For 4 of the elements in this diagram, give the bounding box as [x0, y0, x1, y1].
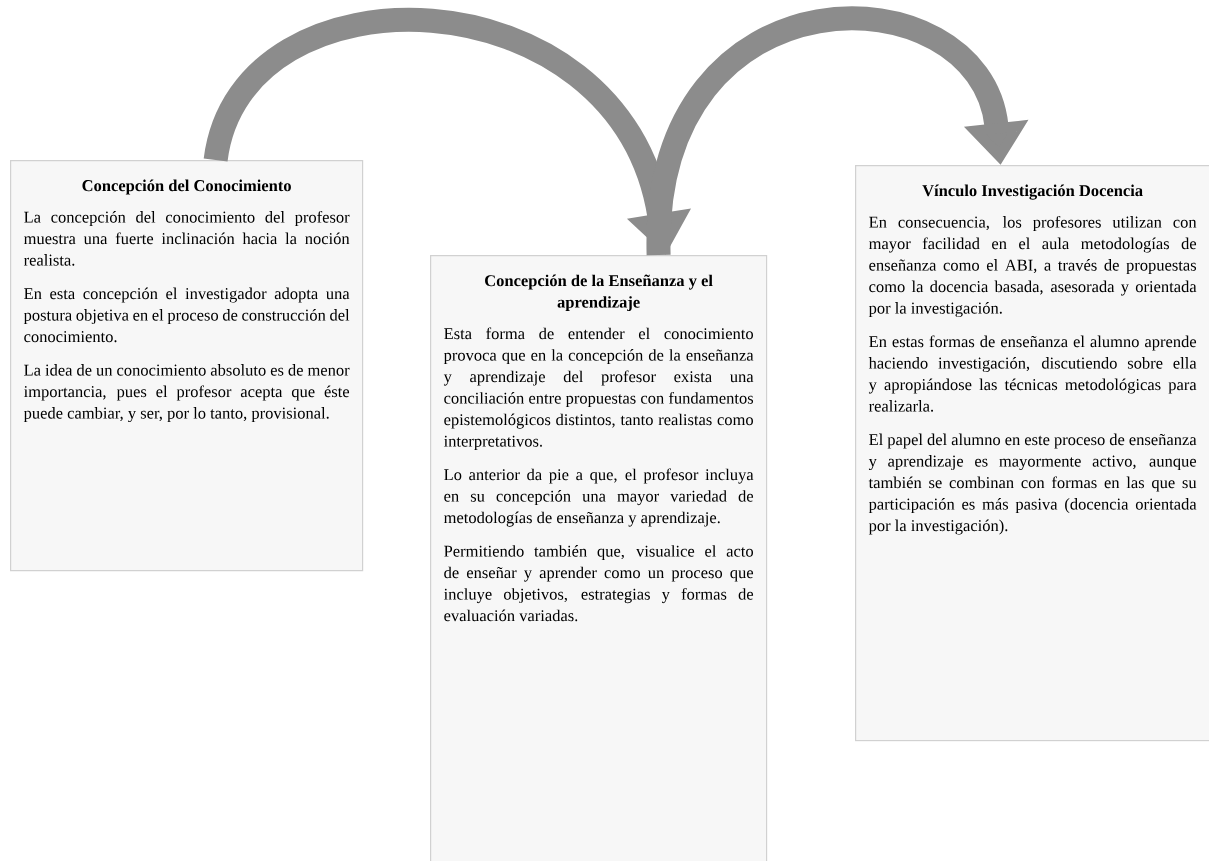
text-box: Vínculo Investigación Docencia En consecuencia, los profesores utilizan con mayor facilidad en el aula metodologías de enseñanza como el ABI, a través de propuestas como la docencia basada, asesorada y orientada por la investigación. En estas formas de enseñanza el alumno aprende haciendo investigación, discutiendo sobre ella y apropiándose las técnicas metodológicas para realizarla. El papel del alumno en este proceso de enseñanza y aprendizaje es mayormente activo, aunque también se combinan con formas en las que su participación es más pasiva (docencia orientada por la investigación). — [855, 165, 1209, 742]
text-box: Concepción de la Enseñanza y el aprendizaje Esta forma de entender el conocimiento provoca que en la concepción de la enseñanza y aprendizaje del profesor exista una conciliación entre propuestas con fundamentos epistemológicos distintos, tanto realistas como interpretativos. Lo anterior da pie a que, el profesor incluya en su concepción una mayor variedad de metodologías de enseñanza y aprendizaje. Permitiendo también que, visualice el acto de enseñar y aprender como un proceso que incluye objetivos, estrategias y formas de evaluación variadas. — [430, 255, 768, 861]
text-box: Concepción del Conocimiento La concepción del conocimiento del profesor muestra una fuerte inclinación hacia la noción realista. En esta concepción el investigador adopta una postura objetiva en el proceso de construcción del conocimiento. La idea de un conocimiento absoluto es de menor importancia, pues el profesor acepta que éste puede cambiar, y ser, por lo tanto, provisional. — [10, 160, 364, 572]
curved-arrow — [646, 6, 1029, 256]
